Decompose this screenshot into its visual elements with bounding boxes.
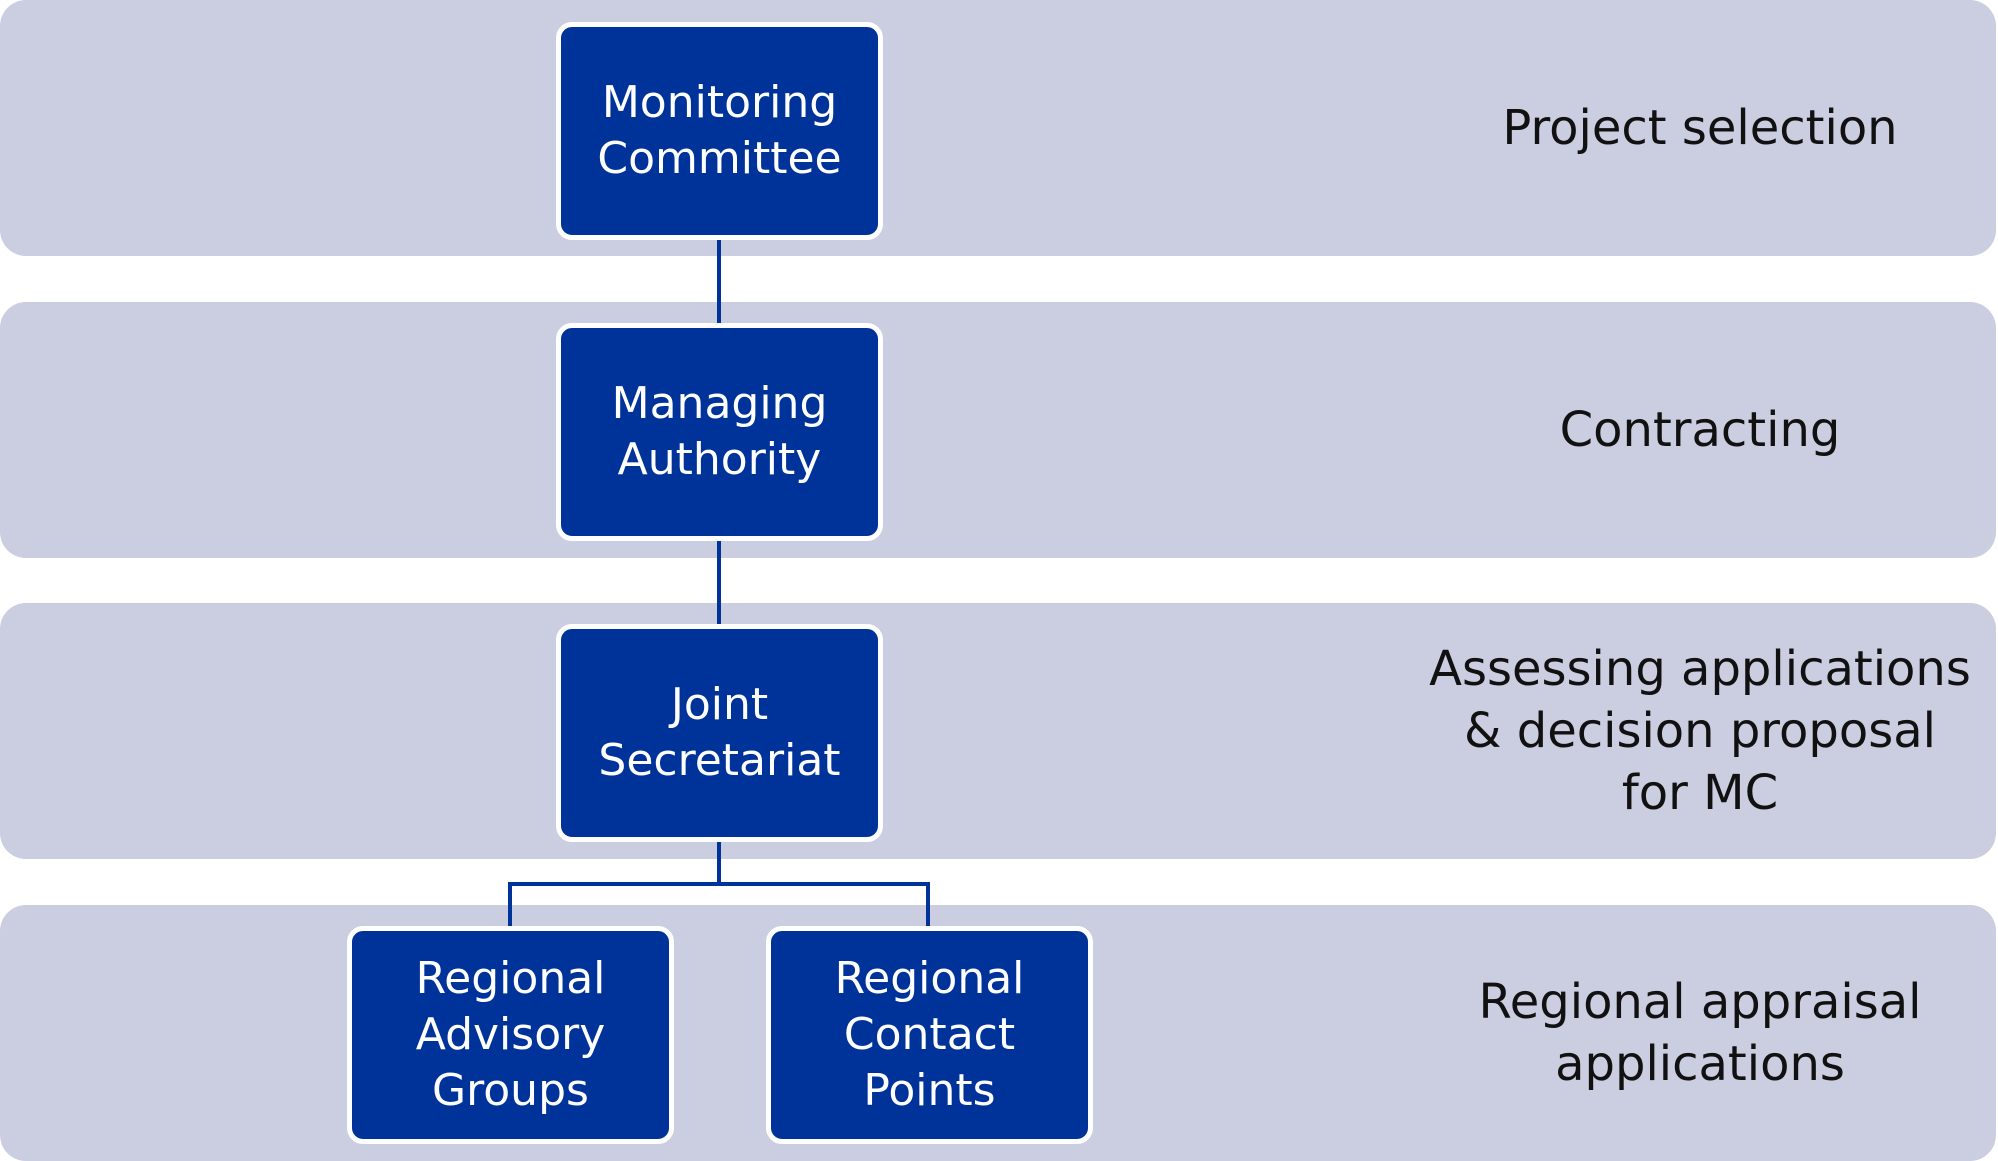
node-line: Managing (611, 378, 828, 429)
band-label-line: Regional appraisal (1478, 974, 1922, 1030)
node-line: Regional (834, 953, 1025, 1004)
band-label-line: Contracting (1559, 402, 1841, 458)
node-line: Advisory (415, 1009, 606, 1060)
band-assessing (0, 603, 1996, 859)
node-line: Secretariat (598, 735, 841, 786)
node-joint-secretariat: Joint Secretariat (556, 624, 883, 842)
band-label-line: & decision proposal (1464, 703, 1936, 759)
node-line: Joint (670, 679, 769, 730)
band-label-assessing: Assessing applications & decision propos… (1400, 603, 1998, 859)
band-project-selection (0, 0, 1996, 256)
node-regional-advisory-groups: Regional Advisory Groups (347, 926, 674, 1144)
band-label-contracting: Contracting (1400, 302, 1998, 558)
node-line: Authority (617, 434, 822, 485)
band-label-project-selection: Project selection (1400, 0, 1998, 256)
node-line: Committee (597, 133, 842, 184)
band-label-regional-appraisal: Regional appraisal applications (1400, 905, 1998, 1161)
node-line: Regional (415, 953, 606, 1004)
node-line: Contact (843, 1009, 1016, 1060)
node-managing-authority: Managing Authority (556, 323, 883, 541)
node-monitoring-committee: Monitoring Committee (556, 22, 883, 240)
node-line: Groups (432, 1065, 589, 1116)
node-line: Monitoring (601, 77, 838, 128)
band-label-line: Project selection (1502, 100, 1898, 156)
band-label-line: for MC (1621, 765, 1779, 821)
band-label-line: Assessing applications (1429, 641, 1971, 697)
band-label-line: applications (1555, 1036, 1845, 1092)
node-line: Points (863, 1065, 996, 1116)
band-contracting (0, 302, 1996, 558)
node-regional-contact-points: Regional Contact Points (766, 926, 1093, 1144)
